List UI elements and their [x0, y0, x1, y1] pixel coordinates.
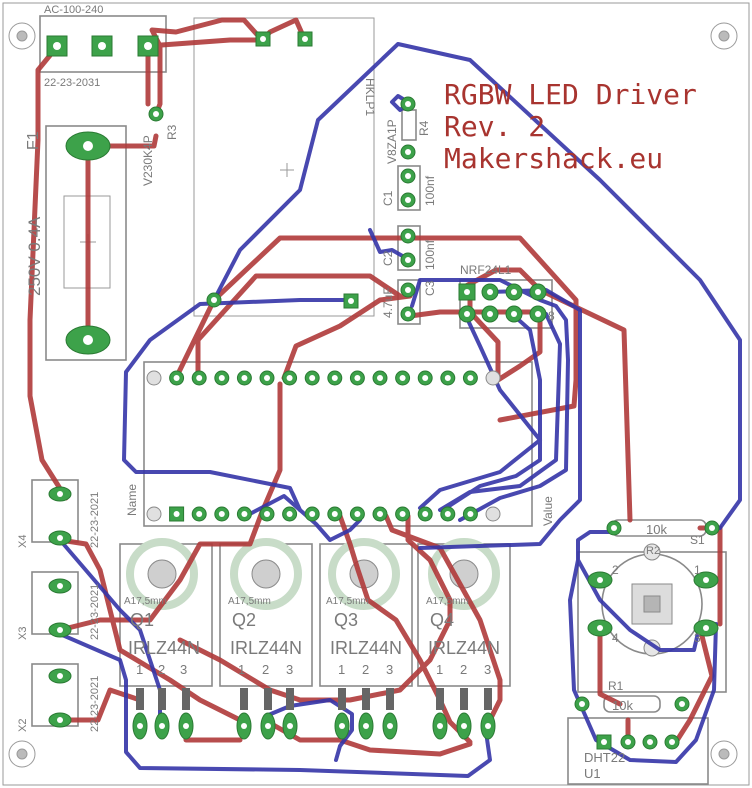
bottom-copper-traces — [58, 42, 742, 778]
c1-value: 100nf — [423, 175, 437, 206]
title-line3: Makershack.eu — [444, 142, 663, 175]
silkscreen-text: AC-100-240 22-23-2031 F1 250V 0.4A V230K… — [17, 4, 705, 781]
q4-pin2: 2 — [460, 662, 467, 677]
title-line2: Rev. 2 — [444, 110, 545, 143]
header-corner-hole — [485, 506, 501, 522]
x2-conn-label: 22-23-2021 — [89, 676, 101, 732]
hklp-ref: HKLP1 — [363, 78, 377, 116]
r1-value: 10k — [612, 698, 633, 713]
varistor-label: V230K4P — [141, 135, 155, 186]
title-line1: RGBW LED Driver — [444, 78, 697, 111]
x4-ref: X4 — [17, 535, 29, 548]
fuse-ref: F1 — [25, 131, 42, 150]
u1-ref: U1 — [584, 766, 601, 781]
nrf-ref: NRF24L1 — [460, 263, 512, 277]
ac-module-label: AC-100-240 — [44, 4, 103, 16]
q2-part: IRLZ44N — [230, 638, 302, 658]
q1-pin1: 1 — [136, 662, 143, 677]
header-name-label: Name — [125, 484, 139, 516]
r4-ref: R4 — [417, 120, 431, 136]
board-title: RGBW LED Driver Rev. 2 Makershack.eu — [444, 78, 697, 175]
q3-pin2: 2 — [362, 662, 369, 677]
q1-pin2: 2 — [158, 662, 165, 677]
x3-ref: X3 — [17, 627, 29, 640]
v8-label: V8ZA1P — [385, 119, 399, 164]
c2-ref: C2 — [381, 250, 395, 266]
c3-ref: C3 — [423, 280, 437, 296]
ac-conn-label: 22-23-2031 — [44, 77, 100, 89]
x2-ref: X2 — [17, 719, 29, 732]
dht-label: DHT22 — [584, 750, 625, 765]
terminal-pads — [48, 486, 72, 728]
nrf-pin8: 8 — [548, 309, 555, 323]
q2-pin2: 2 — [262, 662, 269, 677]
encoder-pads — [574, 520, 720, 750]
q2-heatsink-label: A17,5mm — [228, 596, 271, 607]
header-corner-hole — [146, 506, 162, 522]
c1-ref: C1 — [381, 190, 395, 206]
header-pads — [146, 370, 501, 522]
q3-heatsink-label: A17,5mm — [326, 596, 369, 607]
mosfet-pads — [132, 688, 496, 740]
pads — [46, 31, 547, 355]
s1-ref: S1 — [690, 533, 705, 547]
q2-pin3: 3 — [286, 662, 293, 677]
q4-heatsink-label: A17,5mm — [426, 596, 469, 607]
header-corner-hole — [146, 370, 162, 386]
x4-conn-label: 22-23-2021 — [89, 492, 101, 548]
q2-pin1: 1 — [238, 662, 245, 677]
encoder-pin3: 3 — [694, 631, 701, 645]
header-value-label: Value — [541, 496, 555, 526]
c3-value: 4.7uF — [381, 287, 395, 318]
r1-ref: R1 — [608, 679, 624, 693]
q3-pin1: 1 — [338, 662, 345, 677]
r2-value: 10k — [646, 522, 667, 537]
x3-conn-label: 22-23-2021 — [89, 584, 101, 640]
q4-ref: Q4 — [430, 610, 454, 630]
top-copper-traces — [27, 17, 723, 757]
q1-pin3: 3 — [180, 662, 187, 677]
q4-pin1: 1 — [436, 662, 443, 677]
encoder-pin2: 2 — [612, 563, 619, 577]
header-corner-hole — [485, 370, 501, 386]
mounting-holes — [8, 22, 738, 768]
q4-part: IRLZ44N — [428, 638, 500, 658]
r3-ref: R3 — [165, 124, 179, 140]
encoder-pin4: 4 — [612, 631, 619, 645]
encoder-pin1: 1 — [694, 563, 701, 577]
r2-ref: R2 — [646, 545, 660, 557]
q1-ref: Q1 — [130, 610, 154, 630]
rotary-encoder — [601, 543, 703, 657]
fuse-rating: 250V 0.4A — [25, 216, 44, 296]
q1-part: IRLZ44N — [128, 638, 200, 658]
c2-value: 100nf — [423, 239, 437, 270]
q2-ref: Q2 — [232, 610, 256, 630]
q3-pin3: 3 — [386, 662, 393, 677]
q3-part: IRLZ44N — [330, 638, 402, 658]
q1-heatsink-label: A17,5mm — [124, 596, 167, 607]
q3-ref: Q3 — [334, 610, 358, 630]
q4-pin3: 3 — [484, 662, 491, 677]
